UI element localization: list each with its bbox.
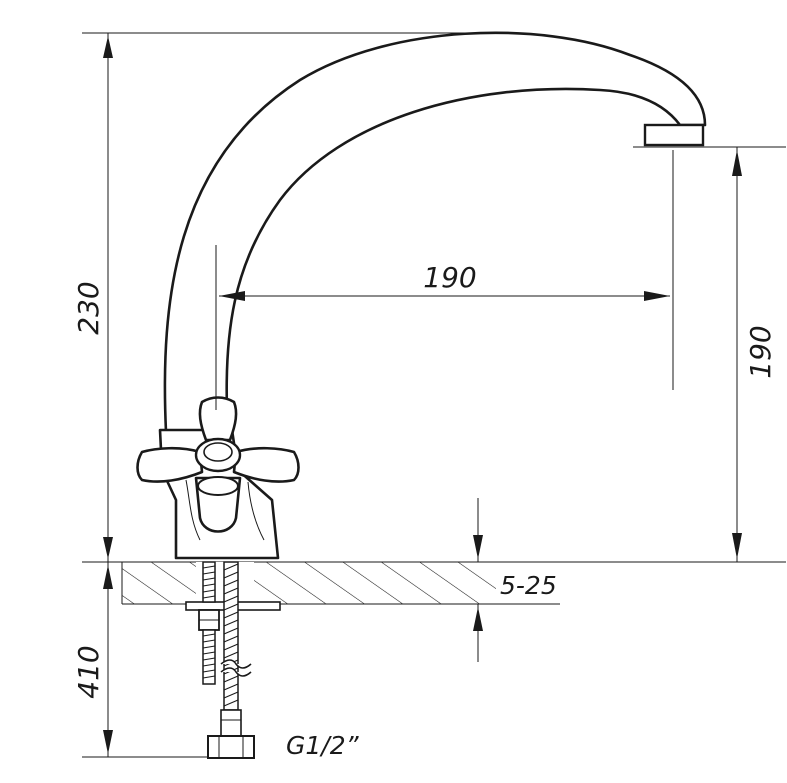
dim-label-thread: G1/2” xyxy=(286,731,360,760)
dim-label-190-horizontal: 190 xyxy=(423,261,476,294)
dim-label-410: 410 xyxy=(72,645,105,698)
dim-label-230: 230 xyxy=(72,281,105,334)
countertop xyxy=(82,561,786,605)
dim-label-counter-thickness: 5-25 xyxy=(500,571,557,600)
dimension-lines xyxy=(82,32,786,758)
dim-label-190-vertical: 190 xyxy=(744,325,777,378)
spout xyxy=(163,31,707,434)
cross-handle-icon xyxy=(136,396,300,483)
mounting-hardware xyxy=(185,561,281,759)
